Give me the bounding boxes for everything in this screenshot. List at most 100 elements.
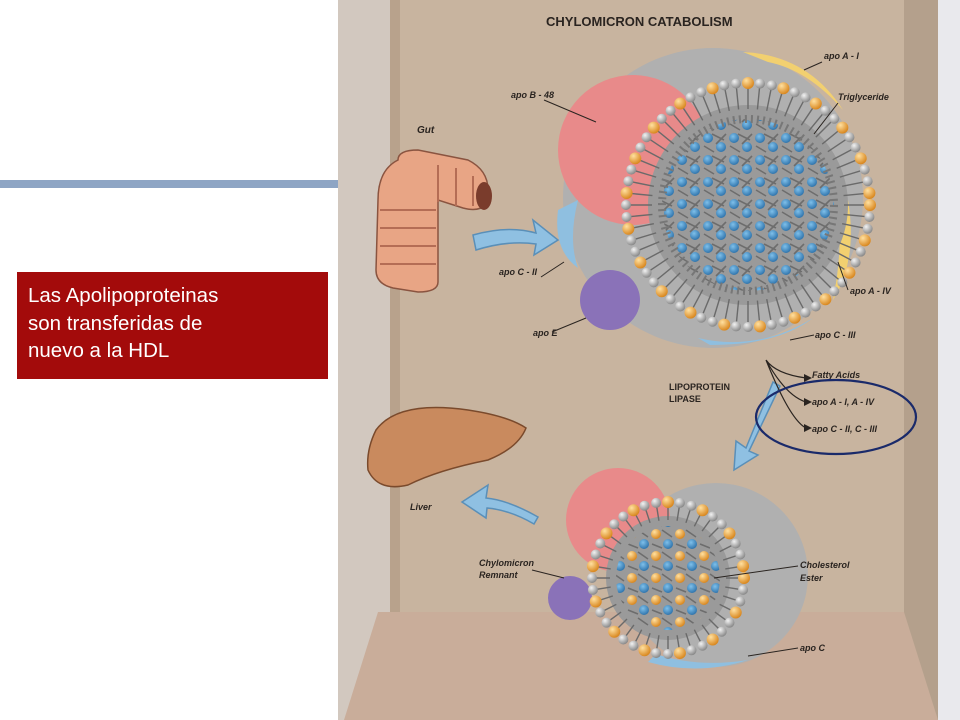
phospholipid-head: [753, 320, 766, 333]
phospholipid-head: [675, 301, 686, 312]
phospholipid-head: [663, 649, 673, 659]
phospholipid-head: [586, 560, 599, 573]
phospholipid-head: [696, 87, 707, 98]
phospholipid-head: [697, 640, 708, 651]
phospholipid-head: [647, 121, 660, 134]
phospholipid-head: [735, 549, 746, 560]
phospholipid-head: [608, 625, 621, 638]
phospholipid-head: [634, 256, 647, 269]
phospholipid-head: [718, 318, 731, 331]
phospholipid-head: [766, 319, 777, 330]
phospholipid-head: [800, 92, 811, 103]
apo-c3-protein: [698, 318, 813, 345]
phospholipid-head: [810, 301, 821, 312]
phospholipid-head: [686, 500, 697, 511]
phospholipid-head: [788, 311, 801, 324]
phospholipid-head: [651, 648, 662, 659]
phospholipid-head: [706, 633, 719, 646]
phospholipid-head: [621, 200, 631, 210]
phospholipid-head: [638, 644, 651, 657]
phospholipid-head: [707, 316, 718, 327]
label-chylomicron-remnant-2: Remnant: [479, 570, 519, 580]
phospholipid-head: [829, 286, 840, 297]
phospholipid-head: [716, 626, 727, 637]
label-apo-a1: apo A - I: [824, 51, 859, 61]
arrow-gut-to-chylomicron: [472, 218, 560, 257]
phospholipid-head: [859, 164, 870, 175]
phospholipid-head: [641, 267, 652, 278]
phospholipid-head: [820, 105, 831, 116]
label-apo-a4: apo A - IV: [850, 286, 892, 296]
phospholipid-head: [639, 500, 650, 511]
remnant-phospholipid-ring: [586, 496, 750, 660]
highlight-ring: [754, 378, 918, 456]
phospholipid-head: [641, 132, 652, 143]
label-triglyceride: Triglyceride: [838, 92, 889, 102]
phospholipid-head: [595, 607, 606, 618]
phospholipid-head: [735, 596, 746, 607]
phospholipid-head: [635, 142, 646, 153]
phospholipid-head: [738, 584, 749, 595]
phospholipid-head: [600, 527, 613, 540]
label-gut: Gut: [417, 125, 435, 136]
phospholipid-head: [623, 176, 634, 187]
chylomicron-remnant-particle: [548, 468, 808, 669]
accent-line: [0, 180, 338, 188]
phospholipid-head: [590, 549, 601, 560]
phospholipid-head: [719, 80, 730, 91]
phospholipid-head: [626, 235, 637, 246]
phospholipid-head: [730, 538, 741, 549]
label-fatty-acids: Fatty Acids: [812, 370, 860, 380]
callout-line-3: nuevo a la HDL: [28, 339, 170, 362]
label-apo-c2: apo C - II: [499, 267, 537, 277]
phospholipid-head: [731, 321, 742, 332]
phospholipid-head: [629, 152, 642, 165]
label-apo-b48: apo B - 48: [511, 90, 554, 100]
phospholipid-head: [844, 132, 855, 143]
label-released-apo-a: apo A - I, A - IV: [812, 397, 875, 407]
phospholipid-head: [628, 640, 639, 651]
phospholipid-head: [843, 266, 856, 279]
phospholipid-head: [850, 142, 861, 153]
phospholipid-head: [620, 187, 633, 200]
label-cholesterol-ester-2: Ester: [800, 573, 823, 583]
phospholipid-head: [716, 519, 727, 530]
phospholipid-head: [674, 497, 685, 508]
label-apo-c: apo C: [800, 643, 826, 653]
phospholipid-head: [587, 584, 598, 595]
phospholipid-head: [696, 504, 709, 517]
phospholipid-head: [665, 105, 676, 116]
phospholipid-head: [589, 595, 602, 608]
phospholipid-head: [684, 306, 697, 319]
label-chylomicron-remnant-1: Chylomicron: [479, 558, 535, 568]
callout-line-1: Las Apolipoproteinas: [28, 284, 219, 307]
phospholipid-head: [648, 277, 659, 288]
phospholipid-head: [587, 573, 597, 583]
phospholipid-head: [800, 307, 811, 318]
phospholipid-head: [737, 560, 750, 573]
apo-c2-protein: [557, 200, 578, 268]
phospholipid-head: [707, 511, 718, 522]
phospholipid-head: [858, 234, 871, 247]
arrow-remnant-to-liver: [460, 483, 540, 526]
apo-e-protein: [580, 270, 640, 330]
phospholipid-head: [706, 82, 719, 95]
phospholipid-head: [685, 92, 696, 103]
phospholipid-head: [686, 645, 697, 656]
callout-box: Las Apolipoproteinas son transferidas de…: [17, 272, 328, 379]
phospholipid-head: [864, 199, 876, 211]
phospholipid-head: [819, 293, 832, 306]
phospholipid-head: [622, 222, 635, 235]
phospholipid-head: [777, 82, 790, 95]
phospholipid-ring: [620, 77, 876, 333]
label-lipoprotein-lipase-1: LIPOPROTEIN: [669, 382, 730, 392]
phospholipid-head: [595, 538, 606, 549]
phospholipid-head: [743, 322, 753, 332]
phospholipid-head: [724, 617, 735, 628]
chylomicron-figure: CHYLOMICRON CATABOLISM Gut apo A - I Tri…: [338, 0, 938, 720]
right-margin-strip: [938, 0, 960, 720]
label-apo-e: apo E: [533, 328, 559, 338]
phospholipid-head: [738, 572, 750, 584]
phospholipid-head: [696, 312, 707, 323]
phospholipid-head: [673, 647, 686, 660]
